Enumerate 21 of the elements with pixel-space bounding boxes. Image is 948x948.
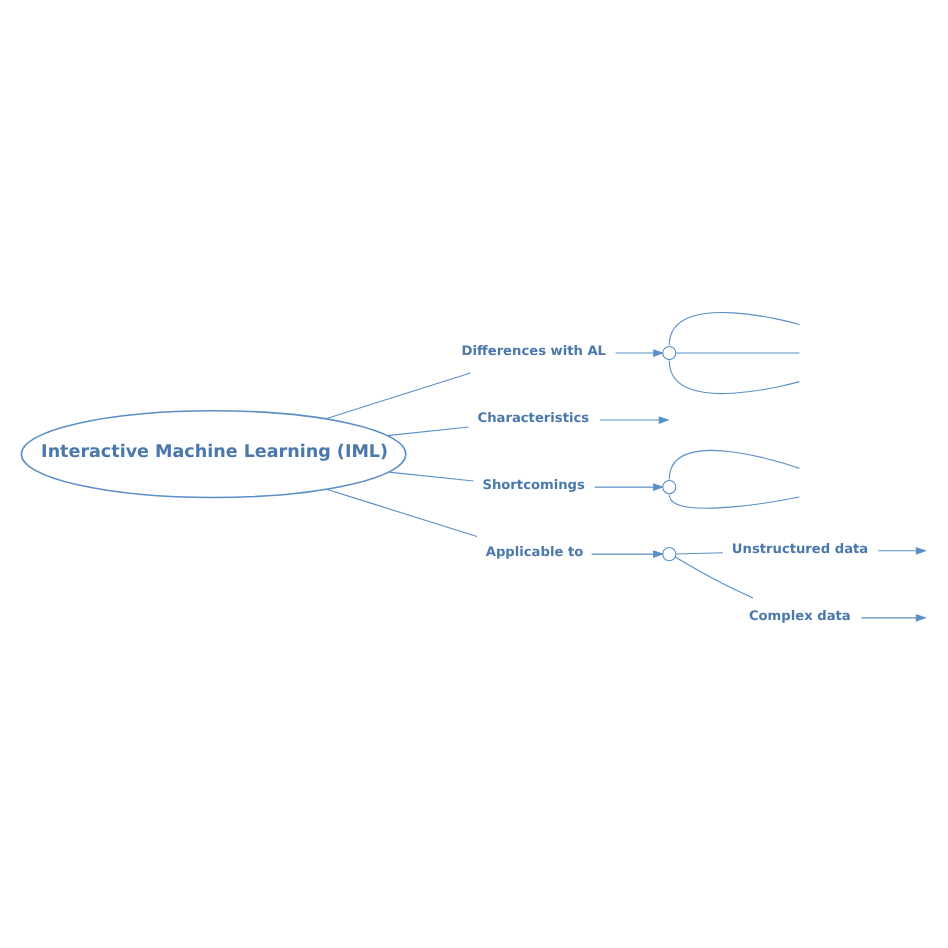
connector bbox=[668, 448, 800, 479]
arrow bbox=[615, 348, 665, 356]
node-circle bbox=[662, 478, 677, 494]
connector bbox=[325, 371, 472, 419]
node-circle bbox=[662, 344, 677, 360]
arrow bbox=[860, 612, 927, 621]
connector bbox=[668, 493, 800, 508]
connector bbox=[675, 551, 724, 554]
arrow bbox=[599, 415, 670, 423]
connector bbox=[388, 470, 475, 481]
connector bbox=[668, 359, 800, 394]
arrow bbox=[877, 545, 927, 554]
arrow bbox=[591, 549, 665, 557]
connector bbox=[675, 351, 800, 353]
arrow bbox=[594, 482, 665, 490]
node-ellipse: Interactive Machine Learning (IML) bbox=[20, 408, 407, 498]
connector bbox=[386, 425, 470, 436]
connector bbox=[325, 487, 478, 536]
connector bbox=[668, 311, 800, 345]
node-circle bbox=[662, 545, 677, 561]
connector bbox=[674, 555, 754, 598]
